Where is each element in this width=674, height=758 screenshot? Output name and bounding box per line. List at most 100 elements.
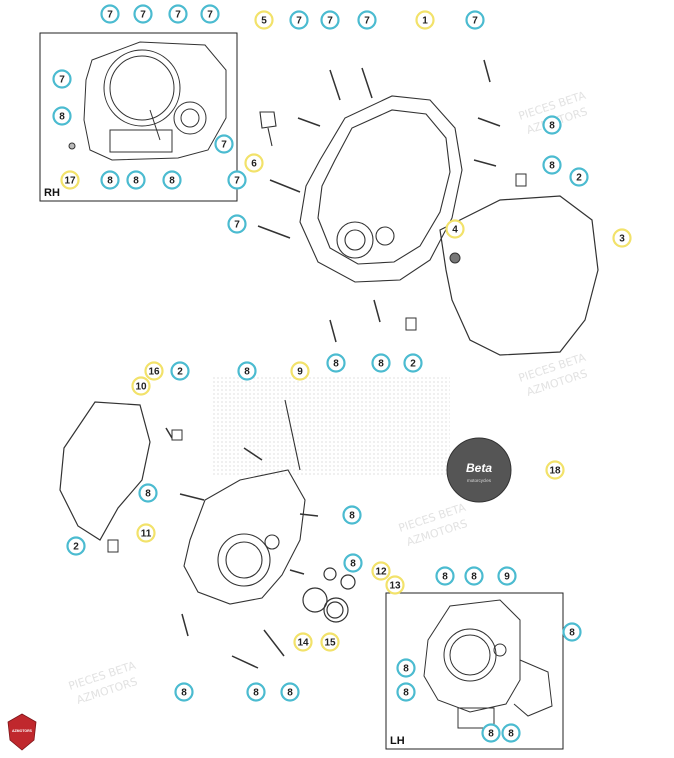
callout-7: 7 — [100, 4, 120, 24]
callout-label: 8 — [549, 161, 555, 172]
callout-13: 13 — [385, 575, 405, 595]
callout-8: 8 — [501, 723, 521, 743]
callout-label: 7 — [364, 16, 370, 27]
rh-crankcase-cover — [259, 95, 463, 283]
callout-label: 7 — [327, 16, 333, 27]
callout-bubble — [289, 10, 309, 30]
callout-bubble — [396, 682, 416, 702]
callout-7: 7 — [289, 10, 309, 30]
callout-bubble — [464, 566, 484, 586]
callout-7: 7 — [133, 4, 153, 24]
callout-label: 2 — [177, 367, 183, 378]
callout-bubble — [371, 353, 391, 373]
rh-gasket — [439, 195, 599, 356]
callout-8: 8 — [464, 566, 484, 586]
callout-label: 7 — [107, 10, 113, 21]
callout-8: 8 — [246, 682, 266, 702]
callout-8: 8 — [280, 682, 300, 702]
callout-label: 7 — [234, 176, 240, 187]
callout-label: 7 — [207, 10, 213, 21]
callout-label: 8 — [488, 729, 494, 740]
callout-label: 8 — [350, 559, 356, 570]
callout-bubble — [144, 361, 164, 381]
callout-label: 6 — [251, 159, 257, 170]
callout-7: 7 — [168, 4, 188, 24]
rh-dowels — [405, 173, 527, 331]
callout-9: 9 — [290, 361, 310, 381]
lh-bolts — [165, 427, 319, 669]
rh-bolts — [257, 59, 501, 343]
callout-1: 1 — [415, 10, 435, 30]
callout-label: 15 — [324, 638, 336, 649]
lh-dowels — [107, 429, 183, 553]
callout-label: 9 — [504, 572, 510, 583]
callout-8: 8 — [343, 553, 363, 573]
callout-label: 8 — [244, 367, 250, 378]
callout-8: 8 — [371, 353, 391, 373]
rh-inset-label: RH — [44, 187, 60, 199]
callout-label: 17 — [64, 176, 76, 187]
callout-bubble — [100, 4, 120, 24]
callout-8: 8 — [126, 170, 146, 190]
callout-bubble — [254, 10, 274, 30]
beta-badge-text: Beta — [466, 461, 492, 475]
callout-label: 11 — [141, 529, 152, 540]
callout-bubble — [481, 723, 501, 743]
callout-9: 9 — [497, 566, 517, 586]
callout-label: 8 — [59, 112, 65, 123]
callout-label: 7 — [234, 220, 240, 231]
callout-bubble — [403, 353, 423, 373]
callout-2: 2 — [569, 167, 589, 187]
callout-7: 7 — [227, 170, 247, 190]
callout-2: 2 — [66, 536, 86, 556]
callout-label: 8 — [169, 176, 175, 187]
callout-bubble — [200, 4, 220, 24]
callout-bubble — [170, 361, 190, 381]
lh-inset-label: LH — [390, 735, 405, 747]
callout-label: 7 — [221, 140, 227, 151]
callout-bubble — [569, 167, 589, 187]
callout-label: 8 — [403, 688, 409, 699]
callout-bubble — [52, 69, 72, 89]
callout-label: 8 — [107, 176, 113, 187]
callout-8: 8 — [481, 723, 501, 743]
callout-bubble — [612, 228, 632, 248]
callout-8: 8 — [396, 658, 416, 678]
callout-7: 7 — [357, 10, 377, 30]
callout-bubble — [326, 353, 346, 373]
callout-bubble — [497, 566, 517, 586]
callout-label: 8 — [471, 572, 477, 583]
callout-label: 7 — [59, 75, 65, 86]
callout-4: 4 — [445, 219, 465, 239]
callout-8: 8 — [342, 505, 362, 525]
callout-bubble — [162, 170, 182, 190]
callout-8: 8 — [542, 155, 562, 175]
lh-gasket — [59, 401, 151, 541]
callout-8: 8 — [542, 115, 562, 135]
callout-bubble — [415, 10, 435, 30]
callout-11: 11 — [136, 523, 156, 543]
callout-bubble — [246, 682, 266, 702]
callout-label: 7 — [140, 10, 146, 21]
callout-bubble — [562, 622, 582, 642]
callout-8: 8 — [138, 483, 158, 503]
callout-bubble — [214, 134, 234, 154]
callout-bubble — [237, 361, 257, 381]
oil-plug — [449, 252, 461, 264]
callout-bubble — [542, 115, 562, 135]
callout-bubble — [174, 682, 194, 702]
callout-label: 18 — [549, 466, 561, 477]
callout-bubble — [168, 4, 188, 24]
callout-bubble — [371, 561, 391, 581]
callout-label: 8 — [349, 511, 355, 522]
rh-inset: RH — [39, 32, 238, 202]
lh-cover-drawing — [423, 599, 553, 729]
callout-bubble — [357, 10, 377, 30]
callout-bubble — [465, 10, 485, 30]
callout-10: 10 — [131, 376, 151, 396]
azmotors-shield-logo: AZMOTORS — [7, 713, 37, 751]
callout-7: 7 — [52, 69, 72, 89]
callout-8: 8 — [435, 566, 455, 586]
callout-8: 8 — [52, 106, 72, 126]
callout-label: 2 — [73, 542, 79, 553]
